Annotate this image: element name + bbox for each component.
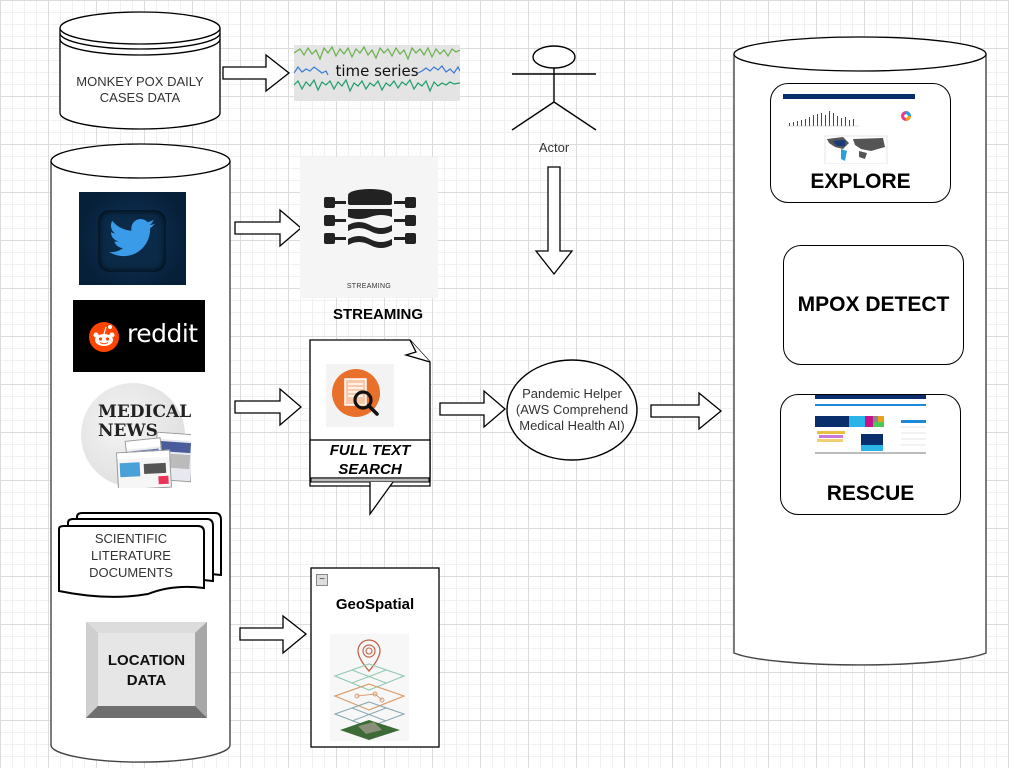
document-search-icon (332, 369, 380, 417)
arrow-location-to-geospatial (239, 614, 308, 655)
reddit-source[interactable]: reddit (73, 300, 205, 372)
medical-news-source[interactable]: MEDICAL NEWS (73, 381, 191, 488)
location-line2: DATA (126, 672, 167, 689)
pandemic-helper-ellipse[interactable] (506, 359, 638, 461)
daily-cases-label: MONKEY POX DAILY CASES DATA (60, 74, 220, 106)
dashboard-preview-icon (815, 395, 926, 454)
scientific-line1: SCIENTIFIC (94, 531, 168, 546)
map-layers-icon (333, 639, 406, 740)
mpox-detect-label: MPOX DETECT (797, 293, 950, 316)
scientific-literature-shape[interactable] (58, 512, 222, 598)
arrow-cases-to-timeseries (222, 53, 291, 93)
rescue-label: RESCUE (826, 482, 915, 505)
pandemic-helper-line1: Pandemic Helper (522, 386, 622, 401)
rescue-dashboard-thumbnail (815, 395, 926, 454)
geospatial-image (330, 634, 409, 741)
streaming-image-caption: STREAMING (346, 283, 392, 290)
pandemic-helper-line2: (AWS Comprehend (515, 402, 629, 417)
explore-dashboard-thumbnail (783, 94, 915, 165)
rescue-card[interactable]: RESCUE (780, 394, 961, 515)
streaming-image[interactable]: STREAMING (300, 157, 438, 298)
arrow-news-to-search (234, 387, 302, 427)
location-data-label: LOCATION DATA (98, 651, 195, 691)
reddit-label: reddit (127, 319, 198, 348)
scientific-literature-label: SCIENTIFIC LITERATURE DOCUMENTS (62, 530, 200, 581)
daily-cases-cylinder[interactable] (59, 11, 221, 130)
geospatial-label: GeoSpatial (335, 596, 415, 613)
newspaper-icon (116, 449, 172, 488)
streaming-database-icon (324, 189, 416, 248)
pandemic-helper-label: Pandemic Helper (AWS Comprehend Medical … (505, 386, 639, 434)
medical-news-line1: MEDICAL (98, 402, 191, 422)
medical-news-line2: NEWS (98, 421, 158, 441)
actor-label: Actor (538, 140, 570, 155)
arrow-helper-to-outputs (650, 391, 723, 431)
scientific-line3: DOCUMENTS (89, 565, 173, 580)
pandemic-helper-line3: Medical Health AI) (519, 418, 625, 433)
arrow-search-to-helper (439, 389, 506, 429)
daily-cases-line1: MONKEY POX DAILY (76, 74, 204, 89)
arrow-social-to-streaming (234, 208, 302, 248)
collapse-toggle-icon[interactable]: − (316, 574, 328, 586)
time-series-chart-icon (294, 45, 460, 93)
arrow-actor-down (534, 166, 574, 276)
streaming-label: STREAMING (333, 306, 423, 323)
actor-figure[interactable] (511, 45, 597, 131)
mpox-detect-card[interactable]: MPOX DETECT (783, 245, 964, 365)
full-text-search-line1: FULL TEXT (329, 442, 411, 459)
time-series-label: time series (335, 62, 419, 80)
daily-cases-line2: CASES DATA (99, 90, 181, 105)
scientific-line2: LITERATURE (91, 548, 171, 563)
explore-card[interactable]: EXPLORE (770, 83, 951, 203)
full-text-search-label: FULL TEXT SEARCH (310, 441, 430, 479)
location-data-button[interactable] (86, 622, 207, 718)
time-series-image[interactable]: time series (294, 45, 460, 101)
reddit-alien-icon (89, 322, 119, 352)
twitter-source[interactable] (79, 192, 186, 285)
twitter-bird-icon (109, 219, 155, 257)
explore-label: EXPLORE (810, 170, 911, 193)
full-text-search-image[interactable] (326, 364, 394, 427)
dashboard-preview-icon (787, 111, 911, 165)
full-text-search-line2: SEARCH (338, 461, 402, 478)
location-line1: LOCATION (107, 652, 186, 669)
